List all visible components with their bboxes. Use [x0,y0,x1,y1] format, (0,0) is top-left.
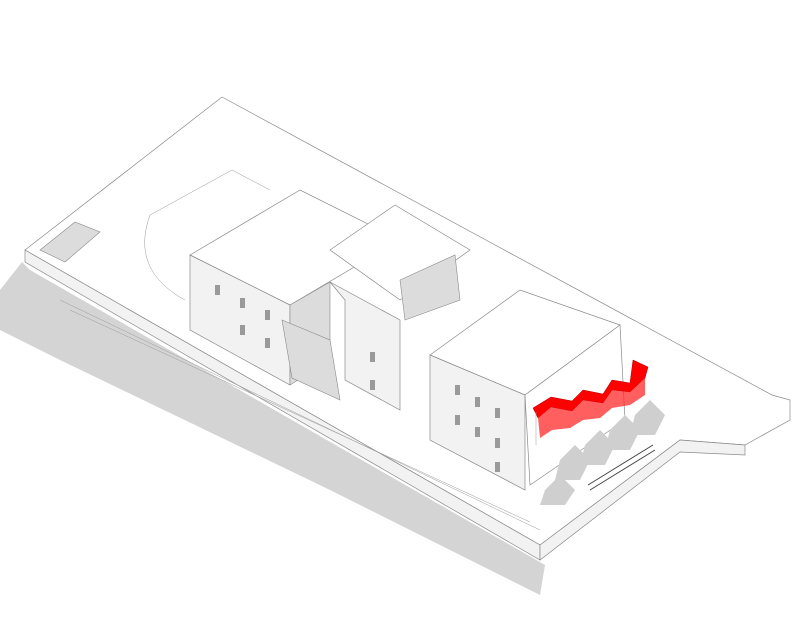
site-slab-edge-right [539,439,746,561]
windows [215,285,500,472]
central-block-front [329,281,401,411]
stair-tower [281,319,341,401]
bike-rack [587,444,656,491]
tree-shadows [540,400,665,505]
entrance-ramp [39,221,101,263]
red-canopy-glazing [538,378,645,438]
roof-structure [399,254,461,321]
east-block-front [429,354,526,491]
site-road-line-2 [69,309,531,523]
courtyard-curve [144,169,271,301]
site-road-line [59,299,541,531]
central-block-top [329,204,471,301]
site-shadow [0,262,545,595]
